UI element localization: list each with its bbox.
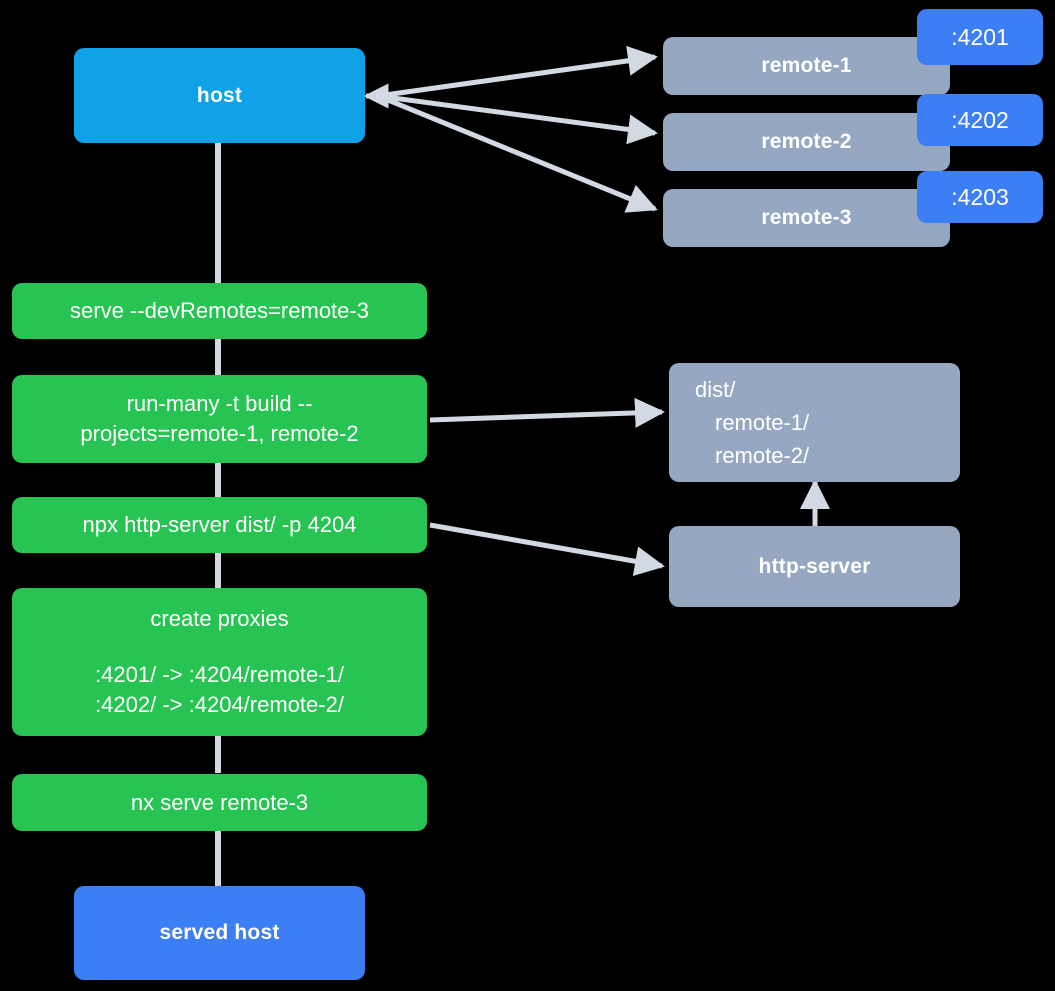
node-served-host-label: served host (159, 921, 280, 944)
node-http-server-label: http-server (758, 554, 871, 578)
node-command-serve-devremotes[interactable]: serve --devRemotes=remote-3 (12, 283, 427, 339)
edge-host-to-remote-3 (377, 93, 658, 213)
connector-host-to-serve (215, 140, 221, 288)
node-remote-1[interactable]: remote-1 (663, 37, 950, 95)
command-create-proxies-mapping-2: :4202/ -> :4204/remote-2/ (95, 692, 344, 717)
edge-host-to-remote-2 (377, 93, 658, 145)
connector-npx-to-proxies (215, 551, 221, 589)
node-remote-2[interactable]: remote-2 (663, 113, 950, 171)
edge-host-to-remote-1 (377, 45, 658, 99)
node-remote-3[interactable]: remote-3 (663, 189, 950, 247)
command-run-many-line-2: projects=remote-1, remote-2 (80, 421, 359, 446)
command-npx-http-server-label: npx http-server dist/ -p 4204 (82, 512, 357, 537)
node-dist-folder[interactable]: dist/ remote-1/ remote-2/ (669, 363, 960, 482)
badge-remote-1-port[interactable]: :4201 (917, 9, 1043, 65)
command-nx-serve-remote-3-label: nx serve remote-3 (130, 789, 309, 815)
node-command-nx-serve-remote-3[interactable]: nx serve remote-3 (12, 774, 427, 831)
connector-runmany-to-npx (215, 460, 221, 500)
node-host-label: host (196, 83, 243, 107)
command-serve-devremotes-label: serve --devRemotes=remote-3 (70, 298, 369, 323)
edge-npx-to-http-server (429, 522, 665, 577)
command-create-proxies-mapping-1: :4201/ -> :4204/remote-1/ (95, 662, 344, 687)
edge-build-to-dist (429, 397, 665, 428)
node-dist-child-remote-2: remote-2/ (715, 443, 810, 468)
node-dist-child-remote-1: remote-1/ (715, 410, 810, 435)
command-run-many-line-1: run-many -t build -- (126, 391, 313, 416)
node-remote-1-label: remote-1 (761, 54, 852, 77)
badge-remote-2-port-label: :4202 (951, 106, 1009, 133)
node-command-npx-http-server[interactable]: npx http-server dist/ -p 4204 (12, 497, 427, 553)
node-http-server[interactable]: http-server (669, 526, 960, 607)
badge-remote-3-port[interactable]: :4203 (917, 171, 1043, 223)
badge-remote-2-port[interactable]: :4202 (917, 94, 1043, 146)
badge-remote-3-port-label: :4203 (951, 183, 1009, 210)
node-command-create-proxies[interactable]: create proxies :4201/ -> :4204/remote-1/… (12, 588, 427, 736)
connector-serve-to-runmany (215, 336, 221, 378)
connector-nxserve-to-servedhost (215, 830, 221, 888)
command-create-proxies-title: create proxies (150, 606, 289, 631)
node-dist-root-label: dist/ (695, 377, 736, 402)
node-host[interactable]: host (74, 48, 365, 143)
connector-proxies-to-nxserve (215, 735, 221, 773)
node-remote-3-label: remote-3 (761, 206, 852, 229)
node-command-run-many-build[interactable]: run-many -t build -- projects=remote-1, … (12, 375, 427, 463)
badge-remote-1-port-label: :4201 (951, 23, 1009, 50)
node-served-host[interactable]: served host (74, 886, 365, 980)
node-remote-2-label: remote-2 (761, 130, 852, 153)
